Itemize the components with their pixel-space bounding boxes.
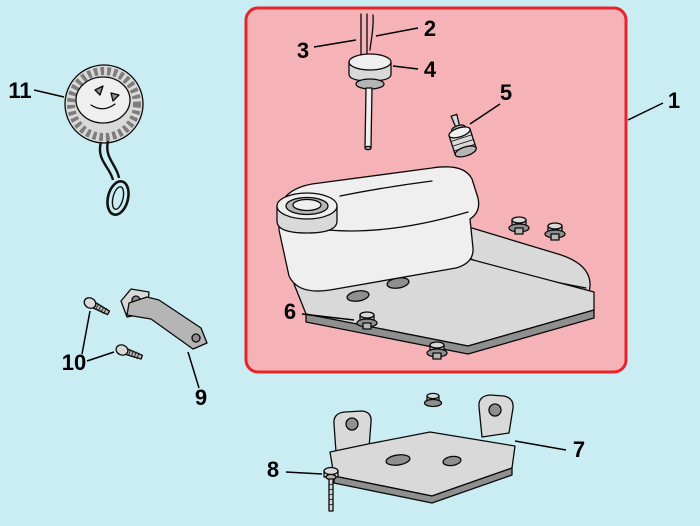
bracket-illustration-9 xyxy=(120,288,208,350)
cap-tether xyxy=(106,140,121,179)
bracket7-slot xyxy=(442,455,462,467)
callout-numbers: 1 2 3 4 5 6 7 8 9 10 11 xyxy=(8,16,680,482)
callout-leader-6 xyxy=(301,313,355,321)
fuel-line-illustration xyxy=(348,13,392,151)
callout-leader-8 xyxy=(285,471,323,475)
filler-neck xyxy=(276,192,338,234)
rubber-mount-illustration xyxy=(423,392,443,408)
callout-label-9: 9 xyxy=(195,385,207,410)
fuel-line-tip xyxy=(364,145,372,151)
cap-tether-loop-inner xyxy=(111,186,125,210)
bracket-illustration-7 xyxy=(329,392,516,504)
bracket7-hole xyxy=(488,403,502,417)
rubber-mount-illustration-part6 xyxy=(356,311,378,330)
rubber-mount-illustration xyxy=(426,341,448,360)
callout-label-5: 5 xyxy=(500,80,512,105)
callout-leader-3 xyxy=(313,39,357,48)
bracket7-hole xyxy=(345,417,359,431)
filter-top xyxy=(448,126,471,139)
callout-leader-11 xyxy=(33,89,65,98)
cap-knurl-ring xyxy=(67,67,141,141)
callout-leader-5 xyxy=(469,103,501,125)
bolt-threads xyxy=(328,483,334,506)
callout-leader-1 xyxy=(627,102,664,121)
flange-slot xyxy=(346,290,370,302)
callout-leader-9 xyxy=(187,351,200,389)
fuel-tank-illustration xyxy=(276,166,595,360)
bolt-illustration xyxy=(323,466,339,512)
filter-bottom xyxy=(454,145,477,158)
bracket7-slot xyxy=(385,454,411,466)
callout-label-8: 8 xyxy=(267,457,279,482)
fuel-filter-illustration xyxy=(448,113,477,158)
tank-top-recess-line xyxy=(339,180,433,197)
callout-label-7: 7 xyxy=(573,437,585,462)
fuel-line-tube-bottom xyxy=(364,87,373,149)
screw-head xyxy=(115,344,129,356)
callout-leader-2 xyxy=(375,27,419,37)
screw-threads xyxy=(95,303,107,315)
fuel-line-tube-top xyxy=(360,13,368,58)
rubber-mount-illustration xyxy=(544,222,566,241)
screw-head xyxy=(83,297,97,309)
callout-leaders xyxy=(33,27,664,475)
cap-top xyxy=(75,76,131,124)
rubber-mount-illustration xyxy=(508,216,530,235)
screw-illustration xyxy=(115,344,144,360)
neck-inner xyxy=(292,198,322,212)
callout-label-2: 2 xyxy=(424,16,436,41)
callout-label-11: 11 xyxy=(8,78,31,103)
callout-leader-10b xyxy=(86,351,115,362)
bracket7-left-arm xyxy=(333,410,372,453)
cap-arrow-mark xyxy=(94,85,104,96)
callout-leader-10a xyxy=(81,310,91,355)
cap-tether-loop xyxy=(106,180,130,216)
callout-label-1: 1 xyxy=(668,88,680,113)
bracket9-strap xyxy=(126,296,208,350)
screw-threads xyxy=(128,349,140,360)
cap-arrow-mark xyxy=(110,92,120,102)
callout-label-3: 3 xyxy=(297,38,309,63)
fuel-cap-illustration xyxy=(64,64,144,216)
callout-leader-4 xyxy=(392,65,419,70)
grommet-illustration xyxy=(348,53,392,90)
bracket9-hole xyxy=(191,333,201,343)
bolt-head xyxy=(323,466,339,476)
callout-label-6: 6 xyxy=(284,299,296,324)
screw-illustration xyxy=(83,297,111,316)
fuel-line-tube-bend xyxy=(369,14,374,51)
cap-top-detail xyxy=(90,103,116,110)
callout-label-10: 10 xyxy=(62,350,86,375)
cap-tether xyxy=(98,141,115,181)
callout-leader-7 xyxy=(514,440,567,451)
tank-flange-front xyxy=(305,309,595,355)
callout-label-4: 4 xyxy=(424,57,437,82)
bracket7-base-front xyxy=(333,467,513,504)
